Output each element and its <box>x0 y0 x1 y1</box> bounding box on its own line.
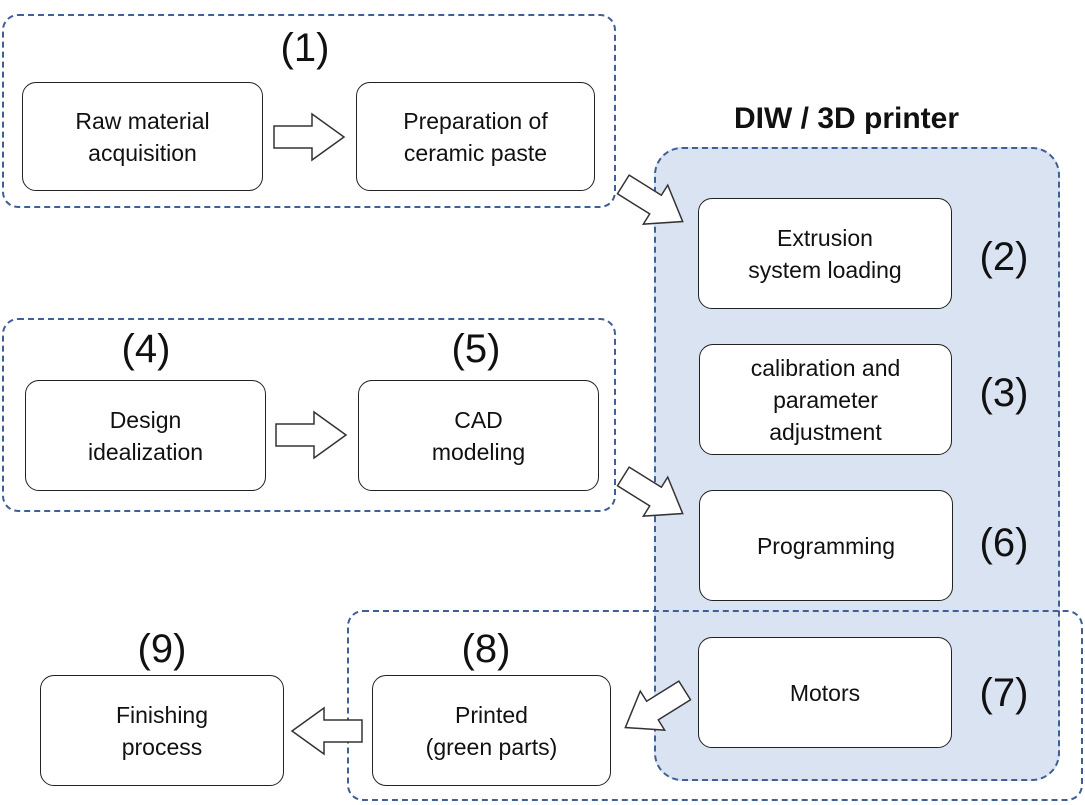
printer-group-title: DIW / 3D printer <box>734 102 960 135</box>
group-8 <box>347 610 1083 801</box>
step-ceramic-paste: Preparation of ceramic paste <box>356 82 595 191</box>
step-number-6: (6) <box>979 521 1029 565</box>
arrow-icon <box>616 466 684 517</box>
step-extrusion-loading: Extrusion system loading <box>698 198 952 309</box>
step-number-2: (2) <box>979 235 1029 279</box>
arrow-icon <box>624 680 692 731</box>
step-programming: Programming <box>699 490 953 601</box>
group-4-5 <box>2 318 616 512</box>
step-printed-green-parts: Printed (green parts) <box>372 675 611 786</box>
step-number-5: (5) <box>451 327 501 371</box>
step-calibration: calibration and parameter adjustment <box>699 344 952 455</box>
step-number-7: (7) <box>979 671 1029 715</box>
step-number-4: (4) <box>121 327 171 371</box>
step-number-9: (9) <box>137 627 187 671</box>
step-number-1: (1) <box>280 26 330 70</box>
arrow-icon <box>290 706 363 756</box>
arrow-icon <box>616 174 684 225</box>
arrow-icon <box>273 112 346 162</box>
step-cad-modeling: CAD modeling <box>358 380 599 491</box>
step-number-8: (8) <box>461 627 511 671</box>
step-number-3: (3) <box>979 371 1029 415</box>
step-design-idealization: Design idealization <box>25 380 266 491</box>
step-raw-material: Raw material acquisition <box>22 82 263 191</box>
group-1 <box>2 14 616 208</box>
arrow-icon <box>275 410 348 460</box>
step-motors: Motors <box>698 637 952 748</box>
step-finishing-process: Finishing process <box>40 675 284 786</box>
